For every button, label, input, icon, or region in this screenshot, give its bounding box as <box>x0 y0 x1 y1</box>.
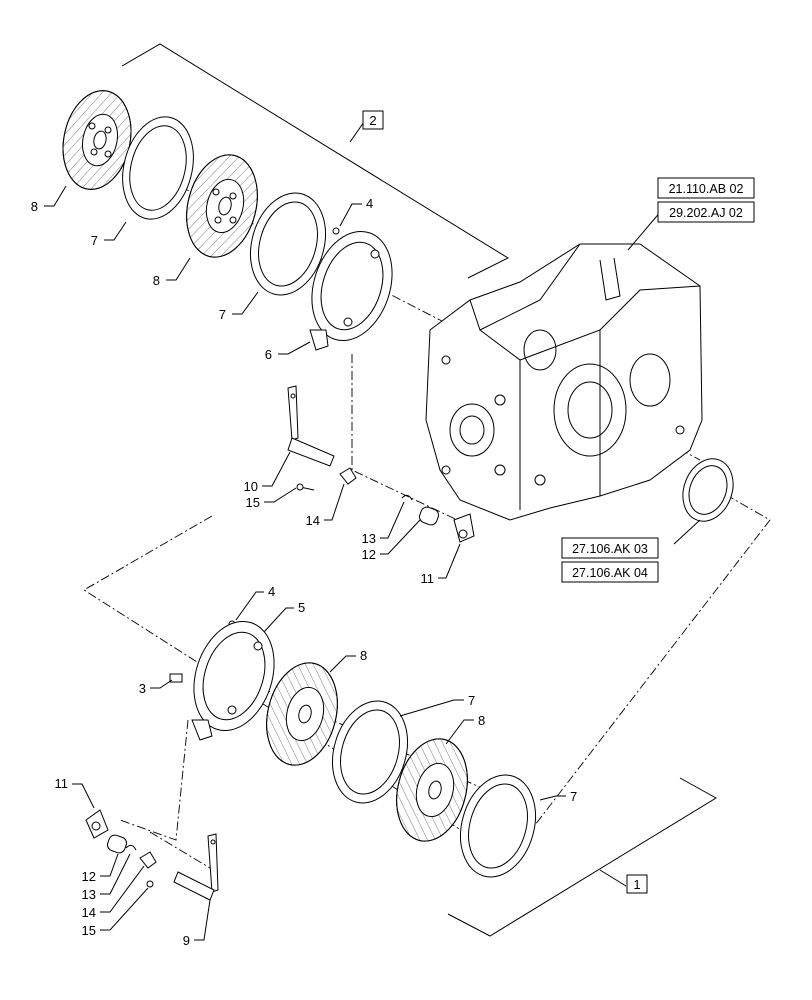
reference-boxes-top: 21.110.AB 02 29.202.AJ 02 <box>627 177 755 251</box>
callout-3: 3 <box>139 681 146 696</box>
friction-disc-8-d <box>396 738 468 842</box>
ref-top-1: 21.110.AB 02 <box>669 182 744 196</box>
group-bracket-2: 2 <box>121 43 510 279</box>
ball-4-a <box>332 227 340 235</box>
group-box-1-frame <box>626 874 648 894</box>
callout-7-d: 7 <box>570 789 577 804</box>
clip-13-a <box>401 494 413 501</box>
steel-plate-7-a <box>122 116 194 220</box>
callout-8-c: 8 <box>360 648 367 663</box>
lever-shaft-9 <box>173 833 219 901</box>
callout-14-a: 14 <box>306 513 320 528</box>
actuator-plate-5 <box>191 620 275 741</box>
callout-10: 10 <box>244 479 258 494</box>
ref-top-2-frame <box>657 201 755 223</box>
side-cover <box>682 458 734 522</box>
ref-side-2-frame <box>561 561 659 583</box>
callout-5: 5 <box>298 600 305 615</box>
callout-labels: 8 7 8 7 4 6 10 15 14 13 12 11 4 5 3 8 7 … <box>31 196 577 948</box>
screw-15-b <box>146 880 154 888</box>
ref-side-1-frame <box>561 537 659 559</box>
retainer-14-b <box>139 851 157 869</box>
lever-11-a <box>453 513 475 543</box>
callout-7-b: 7 <box>219 307 226 322</box>
friction-disc-8-c <box>266 662 338 766</box>
callout-11-a: 11 <box>421 571 435 586</box>
callout-7-c: 7 <box>468 693 475 708</box>
callout-9: 9 <box>183 933 190 948</box>
callout-13-a: 13 <box>362 531 376 546</box>
callout-12-a: 12 <box>362 547 376 562</box>
callout-14-b: 14 <box>82 905 96 920</box>
group-box-2-label: 2 <box>369 113 376 128</box>
callout-13-b: 13 <box>82 887 96 902</box>
callout-4-b: 4 <box>268 584 275 599</box>
ref-side-1: 27.106.AK 03 <box>572 542 648 556</box>
actuator-plate-6 <box>309 230 393 351</box>
callout-4-a: 4 <box>366 196 373 211</box>
friction-disc-8-b <box>186 154 258 258</box>
steel-plate-7-b <box>250 192 326 296</box>
spring-3 <box>169 673 183 683</box>
transmission-housing <box>425 243 703 521</box>
lever-11-b <box>85 809 109 839</box>
lever-shaft-10 <box>287 385 335 467</box>
steel-plate-7-d <box>460 774 536 878</box>
callout-8-d: 8 <box>478 713 485 728</box>
group-box-1-label: 1 <box>633 877 640 892</box>
ref-side-2: 27.106.AK 04 <box>572 566 648 580</box>
screw-15-a <box>296 483 315 491</box>
leader-lines <box>44 185 566 941</box>
callout-15-b: 15 <box>82 923 96 938</box>
ref-top-1-frame <box>657 177 755 199</box>
steel-plate-7-c <box>332 700 408 804</box>
callout-8-a: 8 <box>31 199 38 214</box>
group-bracket-1: 1 <box>447 777 717 937</box>
callout-8-b: 8 <box>153 273 160 288</box>
bushing-12-b <box>106 834 128 854</box>
friction-disc-8-a <box>62 90 132 190</box>
callout-11-b: 11 <box>55 776 69 791</box>
clip-13-b <box>125 844 137 851</box>
reference-boxes-side: 27.106.AK 03 27.106.AK 04 <box>561 519 701 583</box>
group-box-2-frame <box>362 110 384 130</box>
callout-15-a: 15 <box>246 495 260 510</box>
callout-6: 6 <box>265 347 272 362</box>
ref-top-2: 29.202.AJ 02 <box>669 206 743 220</box>
retainer-14-a <box>339 467 357 485</box>
callout-12-b: 12 <box>82 869 96 884</box>
callout-7-a: 7 <box>91 233 98 248</box>
bushing-12-a <box>418 506 440 526</box>
